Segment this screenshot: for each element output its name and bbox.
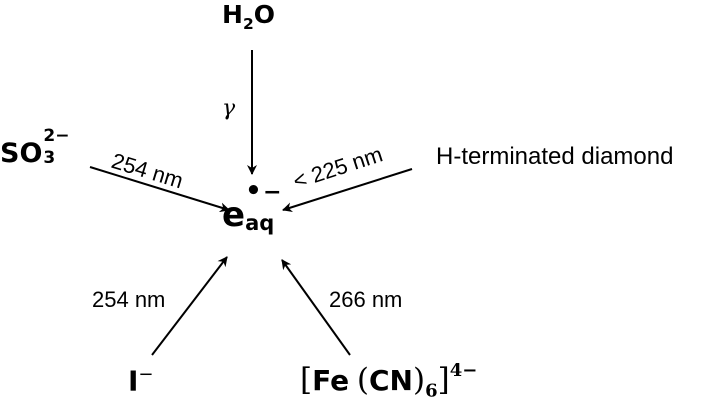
- iodide-wavelength: 254 nm: [92, 287, 166, 312]
- arrow-diamond: [282, 168, 413, 213]
- diamond-label: H-terminated diamond: [436, 143, 674, 170]
- solvated-electron-label: e•−aq: [222, 176, 282, 235]
- arrow-iodide: [151, 256, 228, 356]
- arrow-ferrocyanide: [281, 259, 351, 356]
- gamma-label: γ: [222, 96, 236, 121]
- iodide-label: I−: [128, 364, 154, 398]
- ferrocyanide-wavelength: 266 nm: [329, 287, 403, 312]
- water-label: H2O: [222, 0, 275, 33]
- arrow-sulfite: [89, 166, 230, 213]
- ferrocyanide-label: [Fe (CN)6]4−: [300, 359, 478, 402]
